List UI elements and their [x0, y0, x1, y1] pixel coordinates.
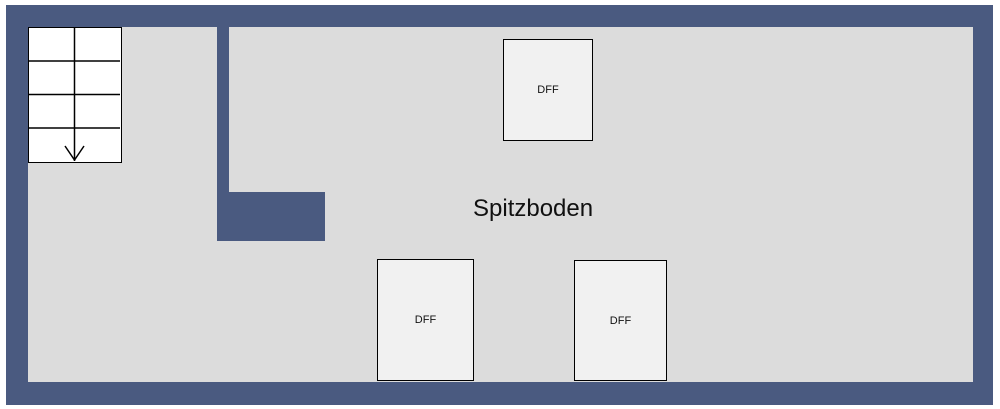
floor-plan: DFF DFF DFF Spitzboden [6, 5, 993, 405]
roof-window-top: DFF [503, 39, 593, 141]
room-name-label: Spitzboden [473, 195, 594, 222]
roof-window-label: DFF [609, 314, 632, 327]
room-floor [28, 27, 973, 382]
staircase [28, 27, 122, 163]
arrow-down-icon [64, 145, 85, 161]
roof-window-label: DFF [537, 84, 559, 96]
roof-window-label: DFF [414, 314, 437, 326]
staircase-steps [29, 28, 120, 161]
roof-window-bottom-left: DFF [377, 259, 474, 381]
roof-window-bottom-right: DFF [574, 260, 667, 381]
interior-wall-block [217, 192, 325, 241]
interior-wall-vertical [217, 23, 229, 241]
